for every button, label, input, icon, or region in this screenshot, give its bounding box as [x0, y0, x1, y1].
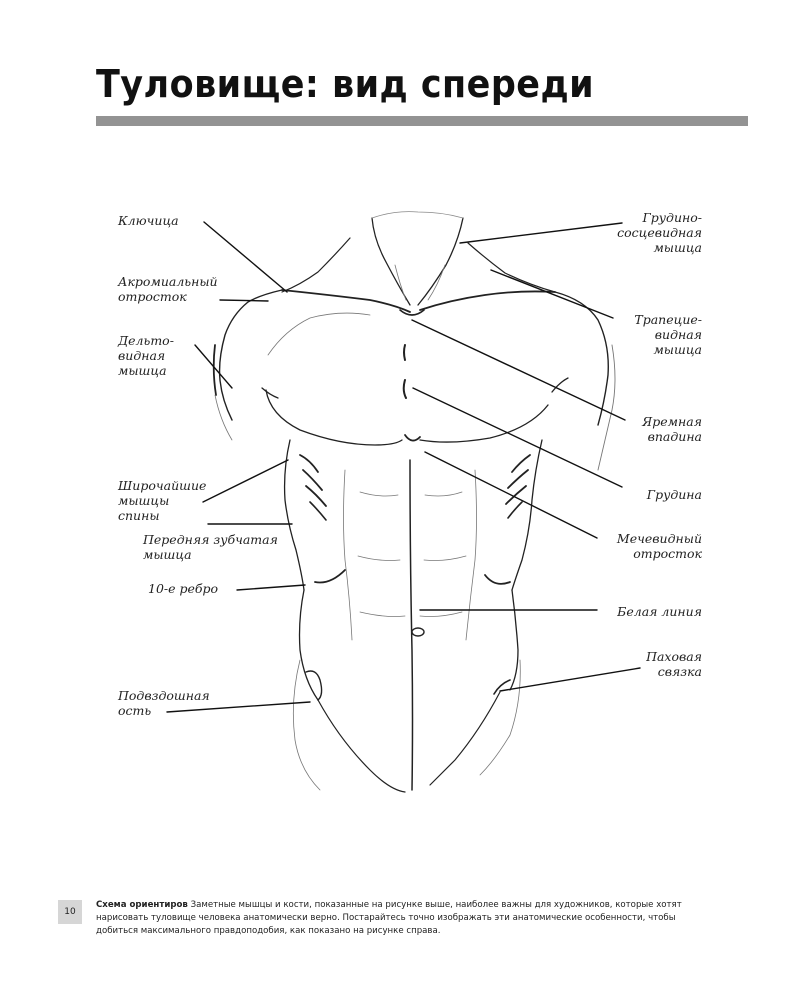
leader-klyuchitsa: [203, 221, 288, 293]
leader-podvzdoshnaya: [166, 701, 311, 713]
leader-mechevidny: [424, 451, 598, 539]
title-rule: [96, 116, 748, 126]
label-pahovaya: Паховая связка: [646, 649, 702, 679]
figure-caption: Схема ориентиров Заметные мышцы и кости,…: [96, 899, 716, 938]
page-number: 10: [58, 900, 82, 924]
leader-akromialny: [219, 299, 269, 302]
label-trapetsie: Трапецие- видная мышца: [634, 312, 702, 357]
label-grudino: Грудино- сосцевидная мышца: [617, 210, 702, 255]
leader-pahovaya: [499, 667, 641, 692]
leader-yaremnaya: [411, 319, 626, 421]
label-yaremnaya: Яремная впадина: [642, 414, 702, 444]
label-podvzdoshnaya: Подвздошная ость: [118, 688, 210, 718]
leader-shirochayshie: [202, 459, 289, 503]
label-shirochayshie: Широчайшие мышцы спины: [118, 478, 207, 523]
torso-drawing: [166, 211, 641, 793]
label-akromialny: Акромиальный отросток: [118, 274, 218, 304]
leader-deltovidnaya: [194, 344, 233, 389]
label-rebro10: 10-е ребро: [148, 581, 219, 596]
caption-text: Заметные мышцы и кости, показанные на ри…: [96, 899, 682, 936]
label-belaya-liniya: Белая линия: [617, 604, 702, 619]
anatomy-figure: Ключица Акромиальный отросток Дельто- ви…: [0, 190, 800, 810]
page-title: Туловище: вид спереди: [96, 62, 595, 106]
label-deltovidnaya: Дельто- видная мышца: [118, 333, 174, 378]
leader-grudina: [412, 387, 623, 488]
label-grudina: Грудина: [646, 487, 702, 502]
leader-trapetsie: [490, 269, 614, 319]
leader-grudino: [459, 222, 623, 244]
label-klyuchitsa: Ключица: [118, 213, 179, 228]
leader-rebro10: [236, 584, 306, 591]
label-mechevidny: Мечевидный отросток: [616, 531, 702, 561]
label-perednyaya-zubchataya: Передняя зубчатая мышца: [143, 532, 278, 562]
caption-lead: Схема ориентиров: [96, 899, 188, 910]
